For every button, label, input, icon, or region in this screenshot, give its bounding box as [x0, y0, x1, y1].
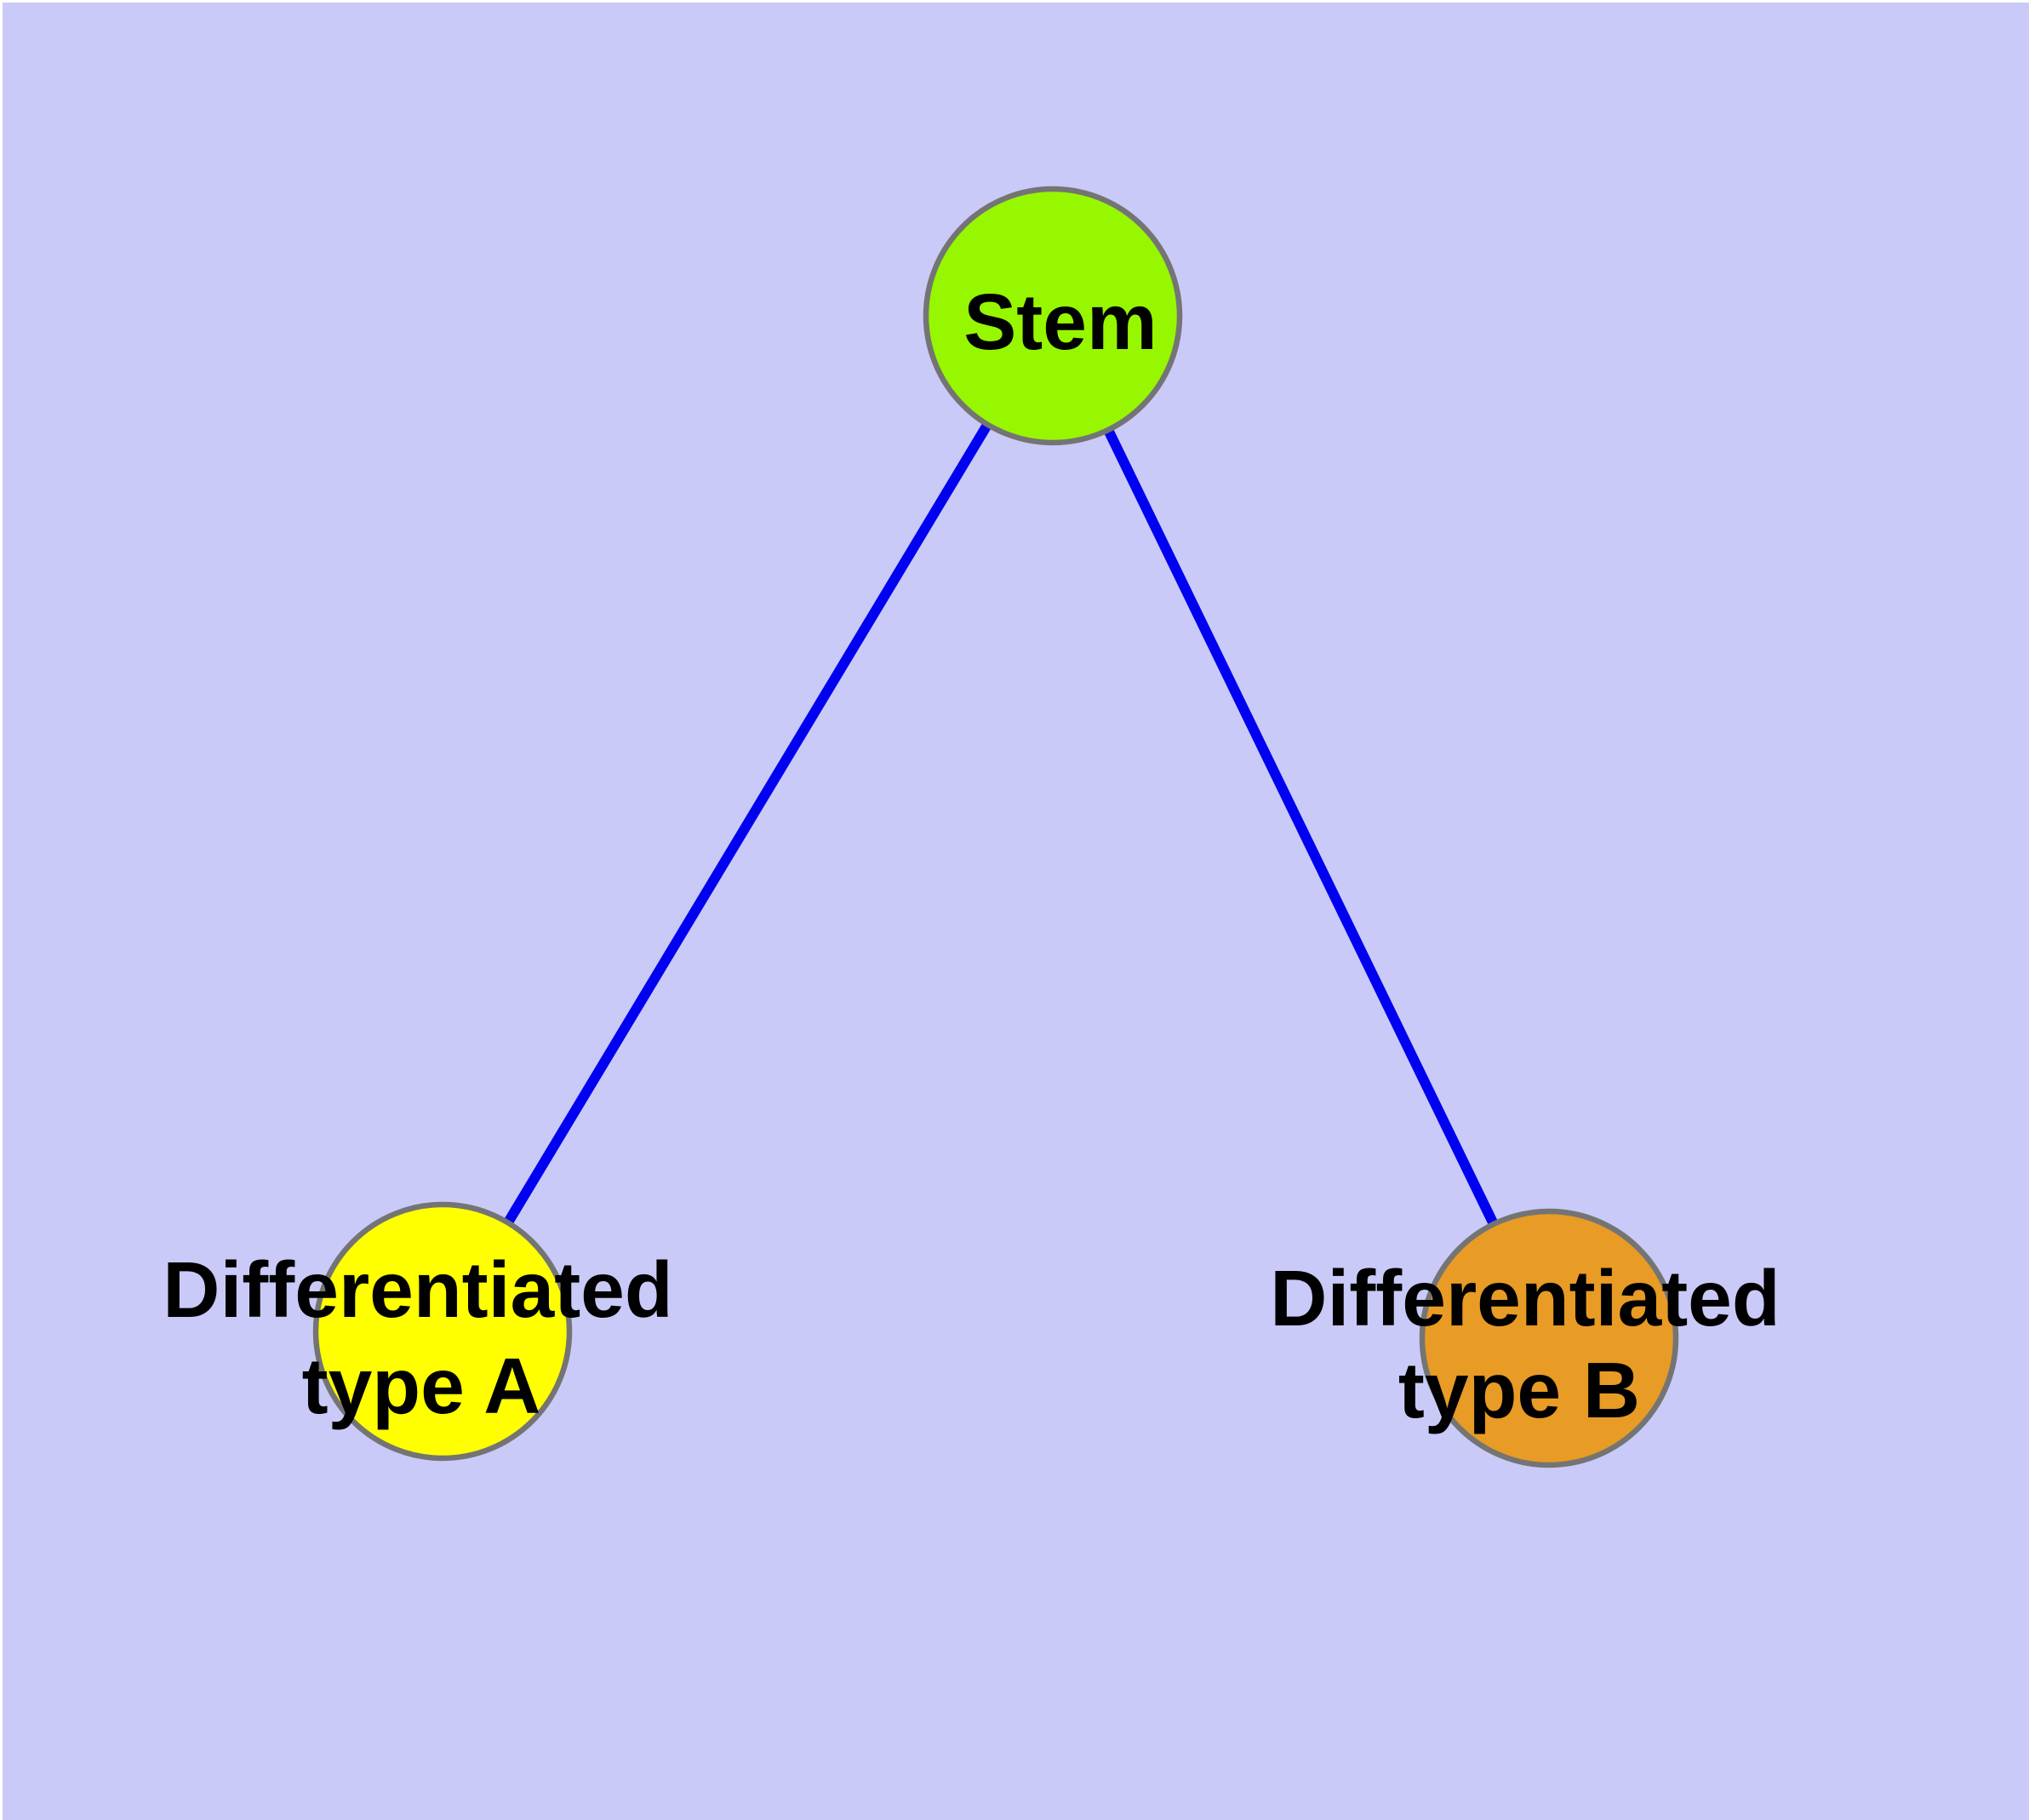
type-a-node-circle	[312, 1201, 573, 1462]
edge-group	[437, 312, 1554, 1341]
type-b-node-circle	[1419, 1208, 1679, 1468]
stem-node: Stem	[923, 186, 1183, 446]
edge-stem-to-type-a	[437, 312, 1058, 1335]
type-a-label-line2: type A	[302, 1342, 541, 1430]
type-b-label-line1: Differentiated	[1270, 1254, 1780, 1342]
type-a-label-line1: Differentiated	[163, 1245, 672, 1334]
type-b-label-line2: type B	[1398, 1346, 1640, 1434]
type-b-node: Differentiated type B	[1270, 1208, 1780, 1468]
edge-stem-to-type-b	[1048, 313, 1554, 1341]
stem-node-label: Stem	[963, 278, 1157, 366]
stem-node-circle	[923, 186, 1183, 446]
type-a-node: Differentiated type A	[163, 1201, 673, 1462]
